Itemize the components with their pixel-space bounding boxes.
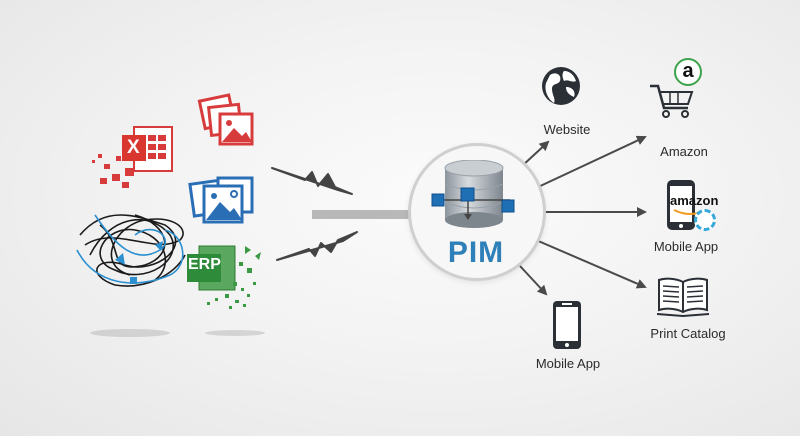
erp-label: ERP (188, 256, 221, 273)
mobile-app-amazon-label: Mobile App (653, 239, 719, 254)
blue-image-stack-icon (188, 176, 254, 224)
pim-label: PIM (447, 236, 505, 269)
globe-icon (542, 67, 580, 105)
shopping-cart-icon (650, 84, 694, 118)
website-label: Website (543, 122, 591, 137)
open-book-icon (656, 277, 710, 318)
mobile-phone-icon (553, 301, 581, 349)
amazon-label: Amazon (660, 144, 708, 159)
excel-icon (122, 126, 173, 172)
amazon-logo-text: amazon (670, 193, 719, 208)
database-icon (431, 160, 515, 228)
excel-label: X (127, 137, 140, 158)
erp-icon (187, 245, 261, 309)
scattered-cells-icon (92, 154, 134, 188)
tangled-lines-icon (76, 214, 186, 287)
red-image-stack-icon (197, 93, 254, 146)
sync-badge-icon (694, 209, 716, 231)
amazon-badge: a (674, 58, 702, 86)
print-catalog-label: Print Catalog (650, 326, 726, 341)
mobile-app-label: Mobile App (535, 356, 601, 371)
